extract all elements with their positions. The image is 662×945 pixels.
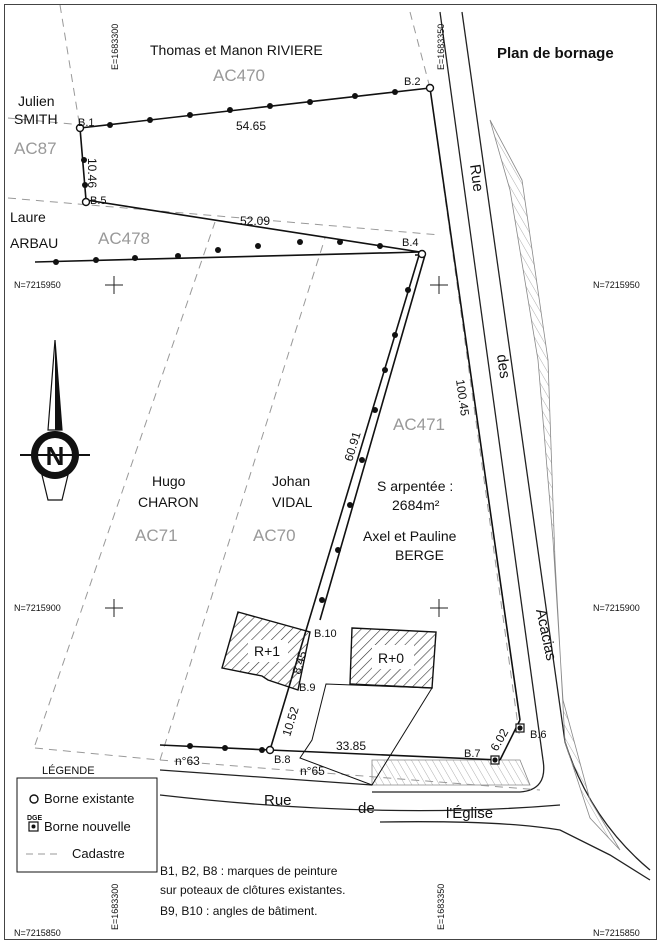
distance-d6: 8.45 <box>289 649 309 676</box>
grid-n-bot-left: N=7215850 <box>14 928 61 938</box>
road-eglise <box>159 769 651 881</box>
owner-arbau-last: ARBAU <box>10 235 58 251</box>
point-b9: B.9 <box>299 682 316 694</box>
legend-existing: Borne existante <box>44 791 134 806</box>
grid-e-right-top: E=1683350 <box>436 24 446 70</box>
owner-berge-last: BERGE <box>395 547 444 563</box>
grid-n-mid-left: N=7215900 <box>14 603 61 613</box>
distance-d2: 10.46 <box>85 158 99 188</box>
grid-n-mid-right: N=7215900 <box>593 603 640 613</box>
owner-berge-first: Axel et Pauline <box>363 528 457 544</box>
distance-d5: 60.91 <box>341 430 363 463</box>
street-number-65: n°65 <box>300 764 325 778</box>
parcel-ac470: AC470 <box>213 66 265 85</box>
owner-charon-first: Hugo <box>152 473 186 489</box>
owner-smith-first: Julien <box>18 93 55 109</box>
note-line-1: B1, B2, B8 : marques de peinture <box>160 864 338 878</box>
legend-new: Borne nouvelle <box>44 819 131 834</box>
building-outline <box>299 683 433 786</box>
area-value: 2684m² <box>392 497 440 513</box>
fence-posts <box>53 89 411 753</box>
parcel-ac71: AC71 <box>135 526 178 545</box>
distance-d3: 52.09 <box>240 214 270 228</box>
building-label-right: R+0 <box>378 650 404 666</box>
grid-e-left-bottom: E=1683300 <box>110 884 120 930</box>
note-line-2: sur poteaux de clôtures existantes. <box>160 883 345 897</box>
owner-vidal-first: Johan <box>272 473 310 489</box>
street-acacias-3: Acacias <box>532 607 560 662</box>
parcel-ac478: AC478 <box>98 229 150 248</box>
point-b7: B.7 <box>464 748 481 760</box>
distance-d7: 10.52 <box>279 705 301 738</box>
grid-n-top-right: N=7215950 <box>593 280 640 290</box>
owner-riviere: Thomas et Manon RIVIERE <box>150 42 323 58</box>
new-markers <box>490 723 525 765</box>
map-title: Plan de bornage <box>497 45 614 62</box>
street-eglise-1: Rue <box>264 792 292 809</box>
distance-d1: 54.65 <box>236 119 266 133</box>
point-b4: B.4 <box>402 237 419 249</box>
street-acacias-2: des <box>493 353 513 379</box>
area-label: S arpentée : <box>377 478 453 494</box>
road-hatch-acacias <box>489 119 621 851</box>
north-arrow <box>20 339 90 501</box>
grid-n-top-left: N=7215950 <box>14 280 61 290</box>
parcel-ac70: AC70 <box>253 526 296 545</box>
building-label-left: R+1 <box>254 643 280 659</box>
owner-smith-last: SMITH <box>14 111 58 127</box>
note-line-3: B9, B10 : angles de bâtiment. <box>160 904 317 918</box>
north-label: N <box>46 441 65 471</box>
point-b6: B.6 <box>530 729 547 741</box>
grid-n-bot-right: N=7215850 <box>593 928 640 938</box>
street-eglise-3: l'Église <box>446 805 493 822</box>
grid-crosses <box>105 276 448 617</box>
point-b8: B.8 <box>274 754 291 766</box>
distance-d9: 6.02 <box>487 726 511 754</box>
grid-e-left-top: E=1683300 <box>110 24 120 70</box>
existing-markers <box>75 83 435 755</box>
point-b5: B.5 <box>90 195 107 207</box>
grid-e-right-bottom: E=1683350 <box>436 884 446 930</box>
legend-cadastre: Cadastre <box>72 846 125 861</box>
distance-d4: 100.45 <box>453 378 472 417</box>
owner-arbau-first: Laure <box>10 209 46 225</box>
street-eglise-2: de <box>358 800 375 817</box>
owner-vidal-last: VIDAL <box>272 494 313 510</box>
street-number-63: n°63 <box>175 754 200 768</box>
label-bg-r1 <box>248 640 288 662</box>
parcel-ac87: AC87 <box>14 139 57 158</box>
distance-d8: 33.85 <box>336 739 366 753</box>
legend-dge: DGE <box>27 815 43 822</box>
street-acacias-1: Rue <box>466 163 487 193</box>
point-b2: B.2 <box>404 76 421 88</box>
legend-title: LÉGENDE <box>42 764 95 777</box>
owner-charon-last: CHARON <box>138 494 199 510</box>
legend-symbols <box>16 777 158 873</box>
point-b1: B.1 <box>78 117 95 129</box>
label-bg-r0 <box>372 645 414 669</box>
parcel-ac471: AC471 <box>393 415 445 434</box>
point-b10: B.10 <box>314 628 337 640</box>
